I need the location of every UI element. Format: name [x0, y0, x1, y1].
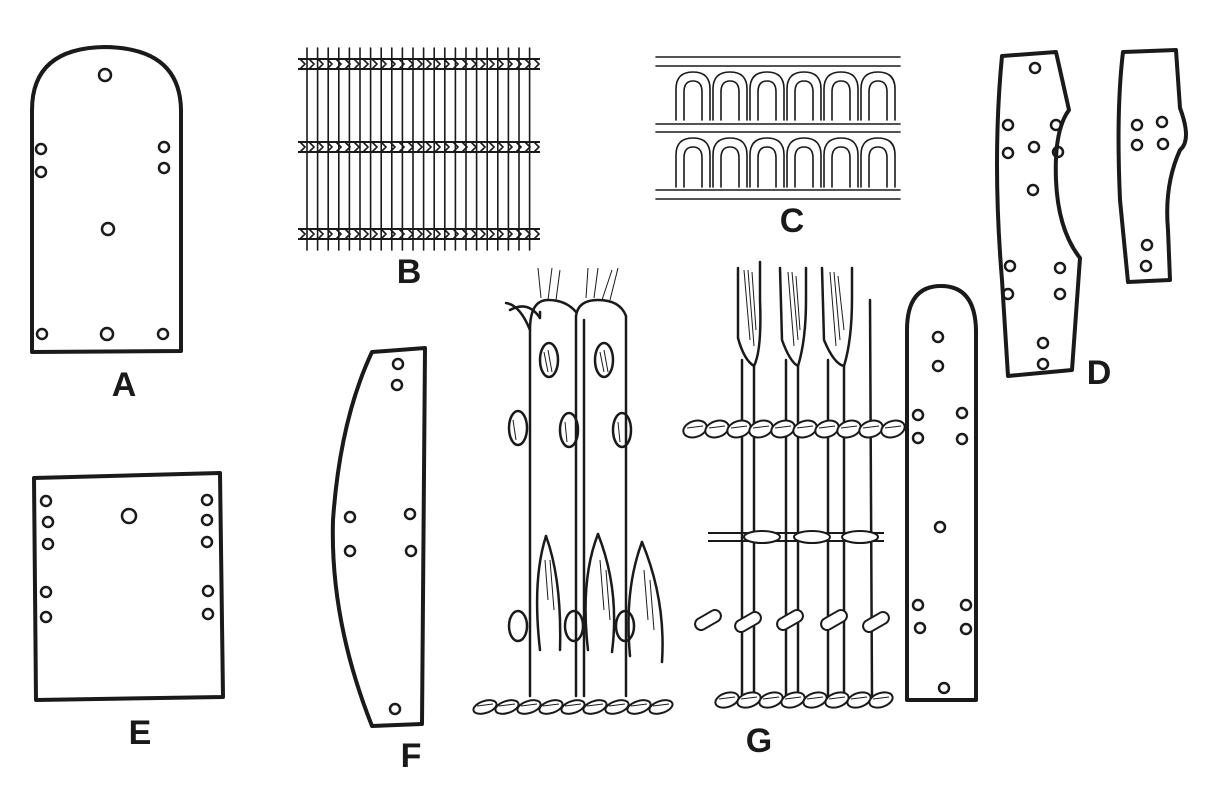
c-arch [860, 71, 896, 121]
label-c: C [780, 202, 805, 240]
c-arch [823, 137, 859, 188]
cord-twist [748, 419, 774, 439]
g-left-plate-2 [508, 305, 542, 320]
g-left-plate-3 [574, 298, 628, 698]
plate-a-holes [34, 67, 171, 342]
cord-twist [582, 699, 608, 715]
arch-rows-c [675, 71, 896, 188]
g-mid-bottom-cord [714, 691, 894, 709]
g-left-lacing-bumps [507, 341, 636, 643]
g-mid-lacing-middle [708, 530, 884, 544]
plate-d-large [995, 50, 1082, 378]
cord-twist [780, 691, 806, 709]
cord-twist [758, 691, 784, 709]
panel-g-left-reconstruction [472, 267, 674, 715]
c-arch [675, 137, 711, 188]
lacing-toggle [734, 611, 762, 633]
label-a: A [112, 366, 137, 404]
cord-twist [538, 699, 564, 715]
cord-twist [868, 691, 894, 709]
cord-twist [516, 699, 542, 715]
g-left-plate-left-edge [504, 301, 532, 332]
panel-d: D [995, 48, 1188, 392]
panel-g-long-plate [905, 284, 978, 702]
c-arch [749, 137, 785, 188]
label-e: E [129, 714, 152, 752]
panel-f: F [330, 346, 427, 775]
cord-twist [802, 691, 828, 709]
lacing-pill [841, 530, 879, 544]
cord-twist [714, 691, 740, 709]
frame-lines-c [655, 56, 901, 200]
c-arch [786, 137, 822, 188]
plate-e-holes [39, 493, 215, 624]
label-b: B [397, 253, 422, 291]
cord-twist [560, 699, 586, 715]
cord-twist [472, 699, 498, 715]
cord-twist [858, 419, 884, 439]
panel-g-middle-reconstruction: G [682, 260, 906, 760]
g-left-bump-shading [512, 349, 621, 443]
panel-b: B [298, 47, 541, 291]
cord-twist [704, 419, 730, 439]
plate-d-small [1116, 48, 1188, 284]
panel-e: E [32, 471, 225, 752]
cord-twist [604, 699, 630, 715]
cord-twist [880, 419, 906, 439]
g-left-leaves [535, 532, 664, 664]
panel-c: C [655, 56, 901, 240]
plate-a-outline [30, 45, 183, 354]
label-d: D [1087, 354, 1112, 392]
g-mid-twisted-cord-upper [682, 419, 906, 439]
plate-d-small-holes [1130, 115, 1170, 273]
cord-twist [736, 691, 762, 709]
lacing-pill [743, 530, 781, 544]
c-arch [786, 71, 822, 121]
long-plate-holes [911, 330, 973, 695]
plate-e-outline [32, 471, 225, 702]
cord-twist [726, 419, 752, 439]
lacing-toggle [694, 609, 722, 631]
cord-twist [792, 419, 818, 439]
g-left-bottom-cord [472, 699, 674, 715]
cord-twist [626, 699, 652, 715]
cord-twist [814, 419, 840, 439]
g-left-leaf-hatch [544, 559, 655, 631]
label-g: G [746, 722, 772, 760]
c-arch [675, 71, 711, 121]
c-arch [712, 137, 748, 188]
g-mid-plate-lines [740, 298, 874, 698]
c-arch [823, 71, 859, 121]
cord-twist [770, 419, 796, 439]
plate-f-holes [343, 357, 418, 716]
panel-a: A [30, 45, 183, 404]
cord-twist [494, 699, 520, 715]
cord-twist [824, 691, 850, 709]
cord-twist [836, 419, 862, 439]
plate-f-outline [330, 346, 427, 728]
g-mid-top-hatch [743, 269, 845, 347]
long-plate-outline [905, 284, 978, 702]
g-left-cord-ends [537, 267, 619, 301]
b-chevron-band [298, 228, 541, 240]
b-chevron-band [298, 58, 541, 70]
lacing-pill [793, 530, 831, 544]
plate-d-large-holes [1001, 61, 1067, 371]
c-arch [749, 71, 785, 121]
chevron-bands-b [298, 58, 541, 240]
g-left-plate-1 [528, 298, 578, 698]
label-f: F [401, 737, 422, 775]
c-arch [712, 71, 748, 121]
g-mid-lacing-lower [694, 609, 890, 633]
cord-twist [682, 419, 708, 439]
b-chevron-band [298, 141, 541, 153]
lacing-toggle [820, 609, 848, 631]
cord-twist [846, 691, 872, 709]
lacing-toggle [776, 609, 804, 631]
c-arch [860, 137, 896, 188]
woven-slats-b [306, 47, 531, 251]
cord-twist [648, 699, 674, 715]
lacing-toggle [862, 611, 890, 633]
